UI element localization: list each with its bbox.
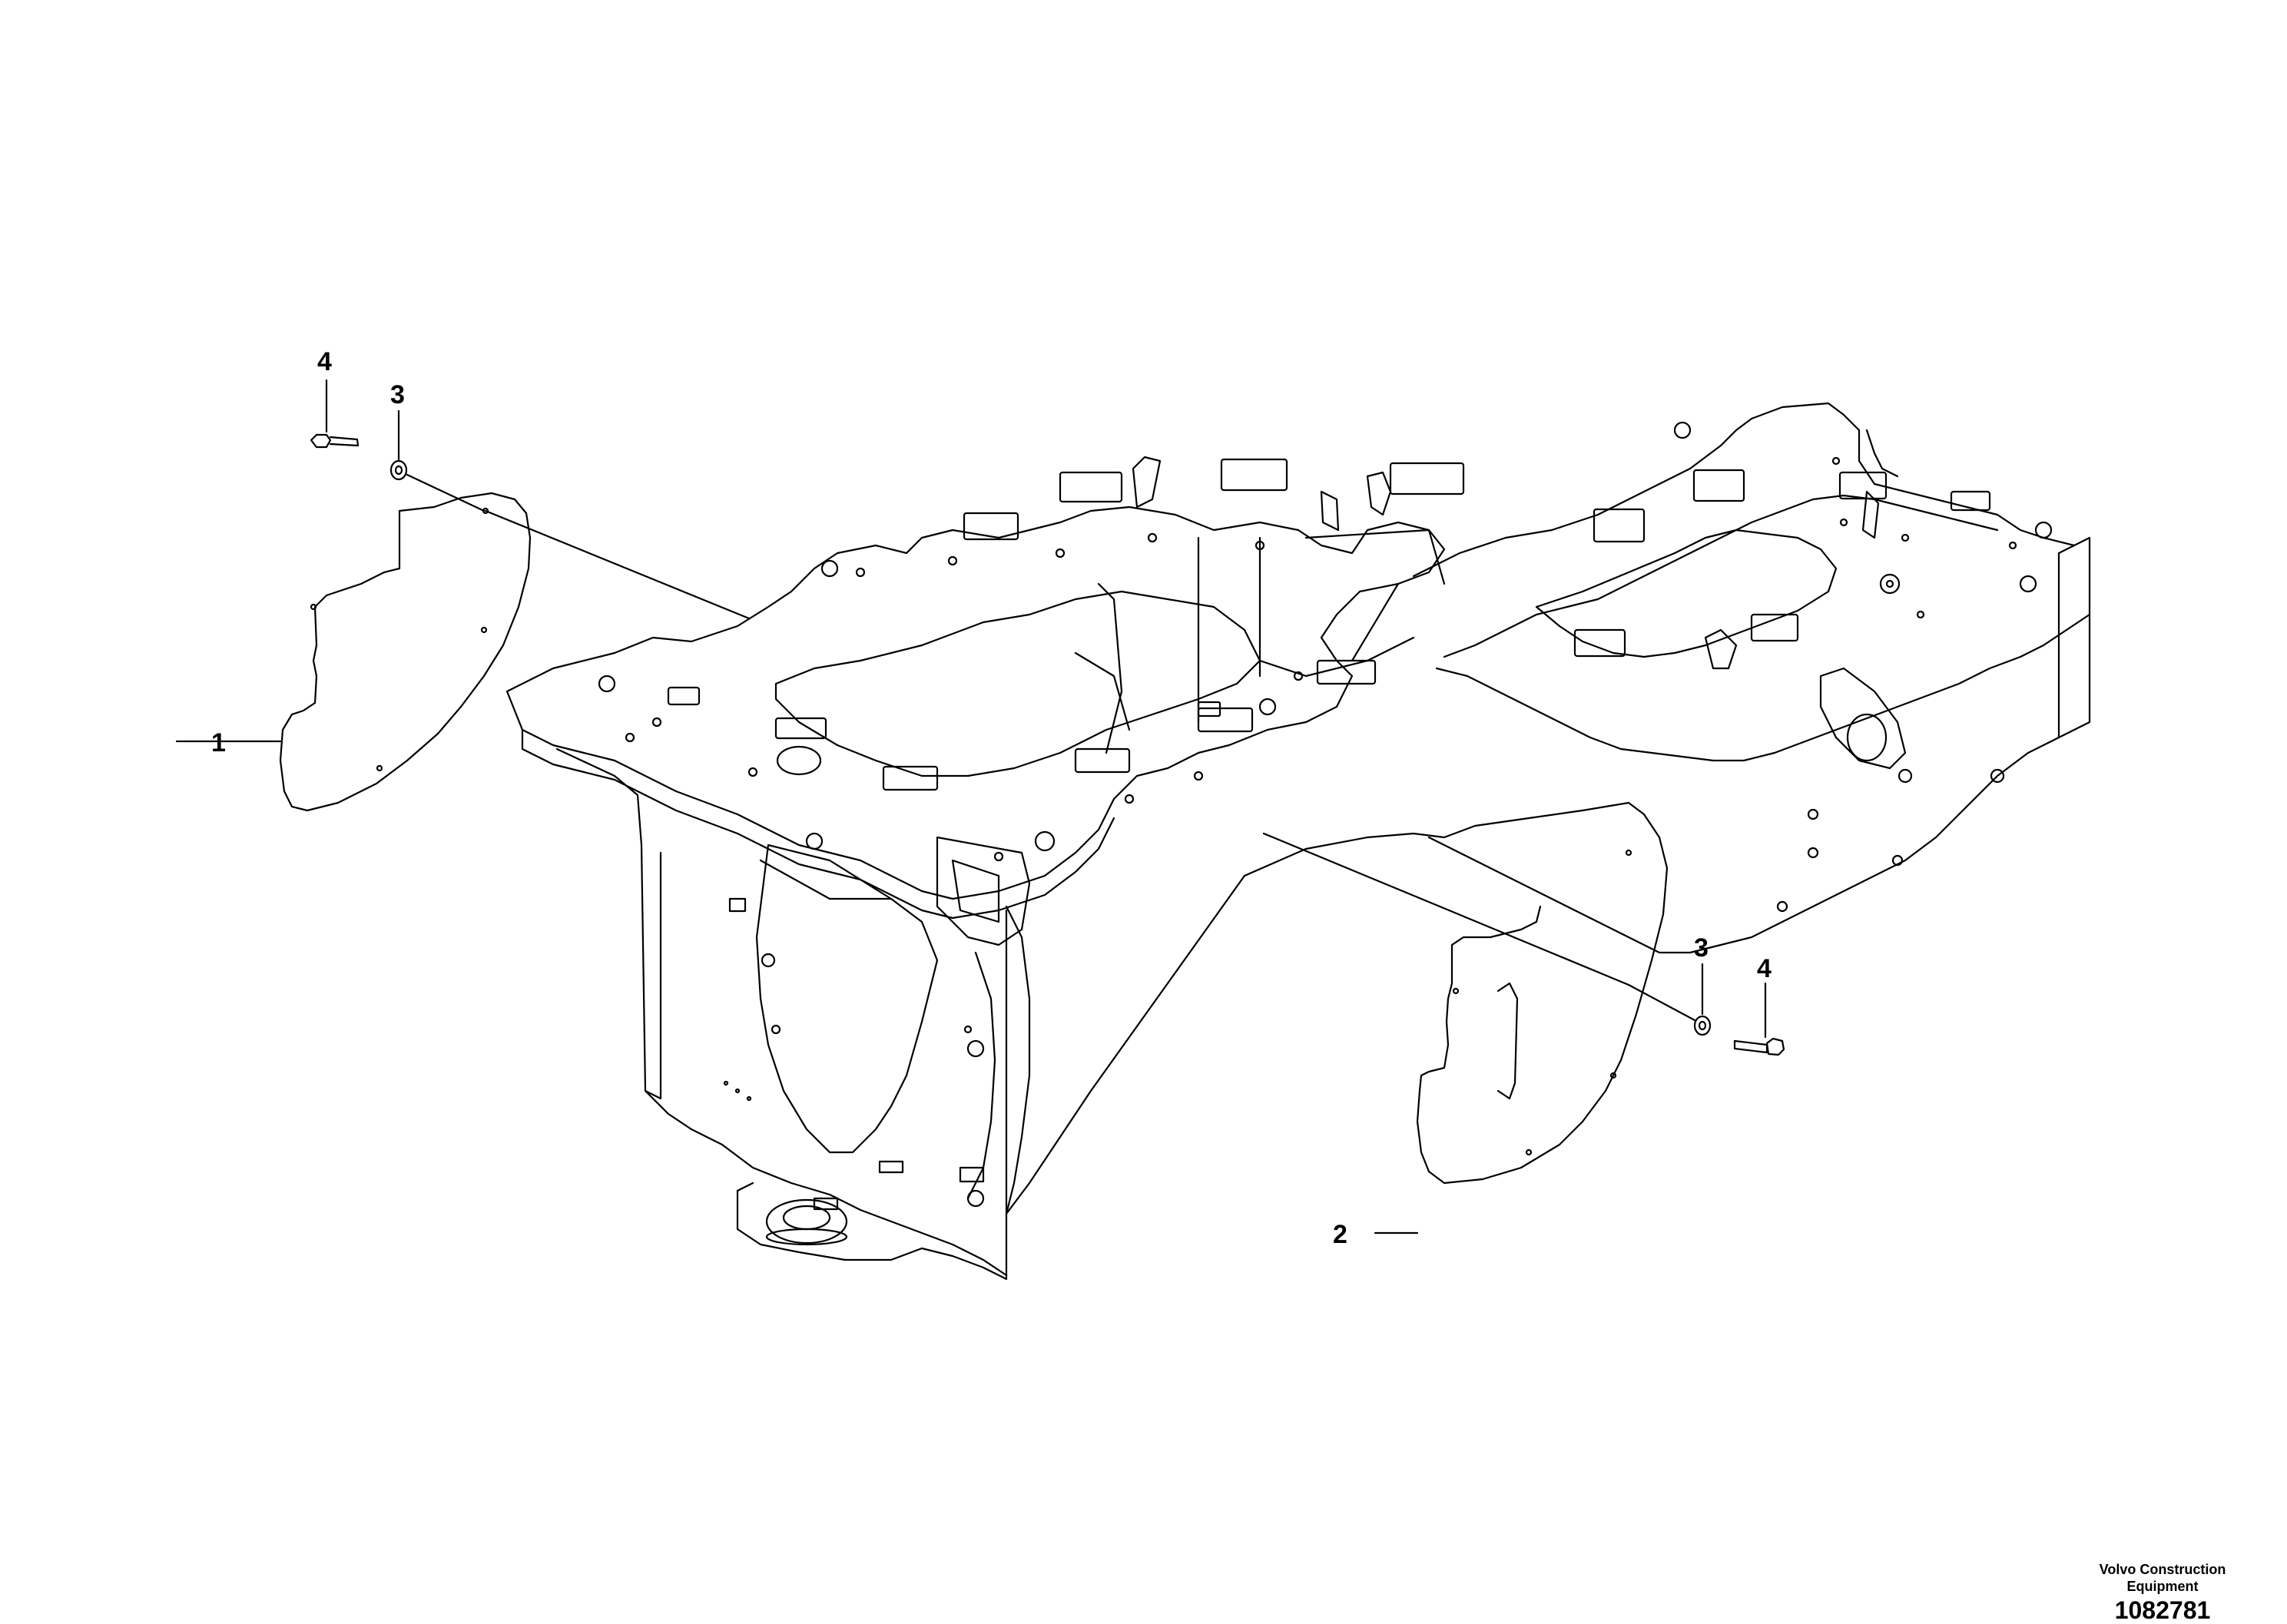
callout-1: 1 <box>211 728 226 757</box>
center-joint <box>1074 529 1446 754</box>
callout-2: 2 <box>1333 1220 1347 1249</box>
guard-panel-1 <box>279 492 532 812</box>
leader-panel2 <box>1262 832 1630 986</box>
leader-panel1 <box>484 509 751 620</box>
leader-right-bolt <box>1627 983 1696 1022</box>
leader-top-bolt <box>406 473 486 512</box>
bolt-4-top <box>310 433 360 449</box>
rear-frame-body <box>1412 402 2091 954</box>
front-frame-body <box>555 747 1031 1281</box>
callout-4-top: 4 <box>317 347 332 376</box>
company-name-line1: Volvo Construction <box>2099 1562 2226 1577</box>
callout-4-right: 4 <box>1757 954 1772 983</box>
callout-3-right: 3 <box>1694 933 1709 963</box>
guard-panel-2 <box>1005 801 1669 1215</box>
drawing-number: 1082781 <box>2114 1596 2211 1624</box>
callout-3-top: 3 <box>390 380 405 409</box>
company-name: Volvo Construction Equipment <box>2078 1561 2247 1595</box>
bolt-4-right <box>1733 1037 1785 1056</box>
company-name-line2: Equipment <box>2126 1579 2199 1594</box>
front-frame-deck <box>505 456 1465 920</box>
washer-3-right <box>1693 1015 1712 1036</box>
washer-3-top <box>389 459 408 481</box>
